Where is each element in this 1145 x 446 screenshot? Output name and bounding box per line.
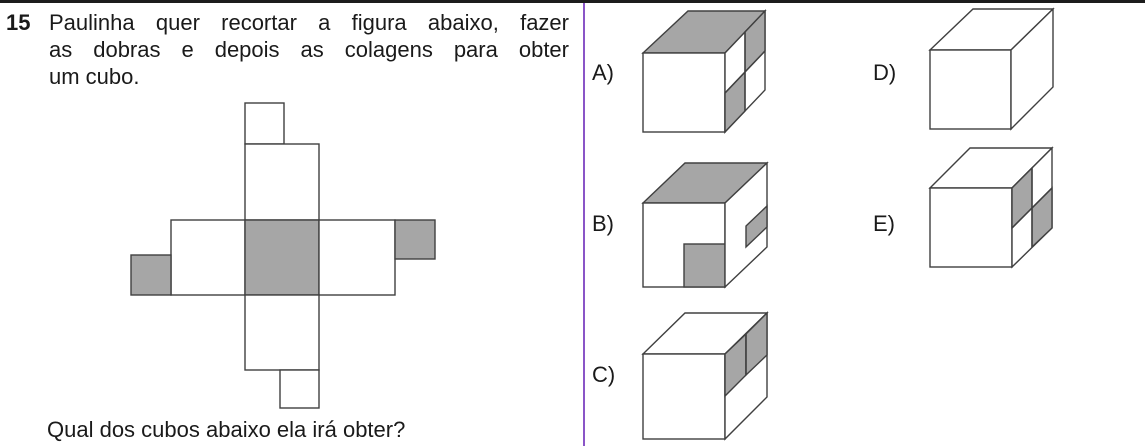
cube-net [130,102,436,409]
column-divider [583,3,585,446]
net-face-bottom [244,294,320,371]
cube-b-front-shade [683,243,726,288]
option-c-cube[interactable] [641,311,769,441]
question-prompt: Qual dos cubos abaixo ela irá obter? [47,417,406,442]
question-number: 15 [6,10,31,35]
cube-d-side-face [1010,7,1054,131]
option-e-label[interactable]: E) [873,211,895,236]
net-face-right [318,219,396,296]
question-stem: Paulinha quer recortar a figura abaixo, … [49,9,569,90]
option-c-label[interactable]: C) [592,362,616,387]
option-d-cube[interactable] [928,7,1055,131]
option-e-cube[interactable] [928,146,1054,269]
cube-c-front-face [642,353,726,440]
cube-e-front-face [929,187,1013,268]
cube-d-front-face [929,49,1012,130]
cube-e-side-split-d [1011,187,1053,229]
stem-line-2: as dobras e depois as colagens para obte… [49,37,569,62]
net-face-center-shaded [244,219,320,296]
option-b-label[interactable]: B) [592,211,614,236]
option-b-cube[interactable] [641,161,769,289]
net-face-left [170,219,246,296]
cube-a-front-face [642,52,726,133]
cube-b-side-face [724,161,768,289]
option-a-label[interactable]: A) [592,60,614,85]
net-tab-bottom [279,369,320,409]
cube-a-side-split-d [724,50,766,94]
option-a-cube[interactable] [641,9,767,134]
net-tab-right-shaded [394,219,436,260]
cube-b-side-shade [745,204,768,249]
net-tab-top [244,102,285,145]
top-rule [0,0,1145,3]
stem-line-1: Paulinha quer recortar a figura abaixo, … [49,10,569,35]
stem-line-3: um cubo. [49,64,140,89]
net-face-top [244,143,320,221]
net-tab-left-shaded [130,254,172,296]
option-d-label[interactable]: D) [873,60,897,85]
